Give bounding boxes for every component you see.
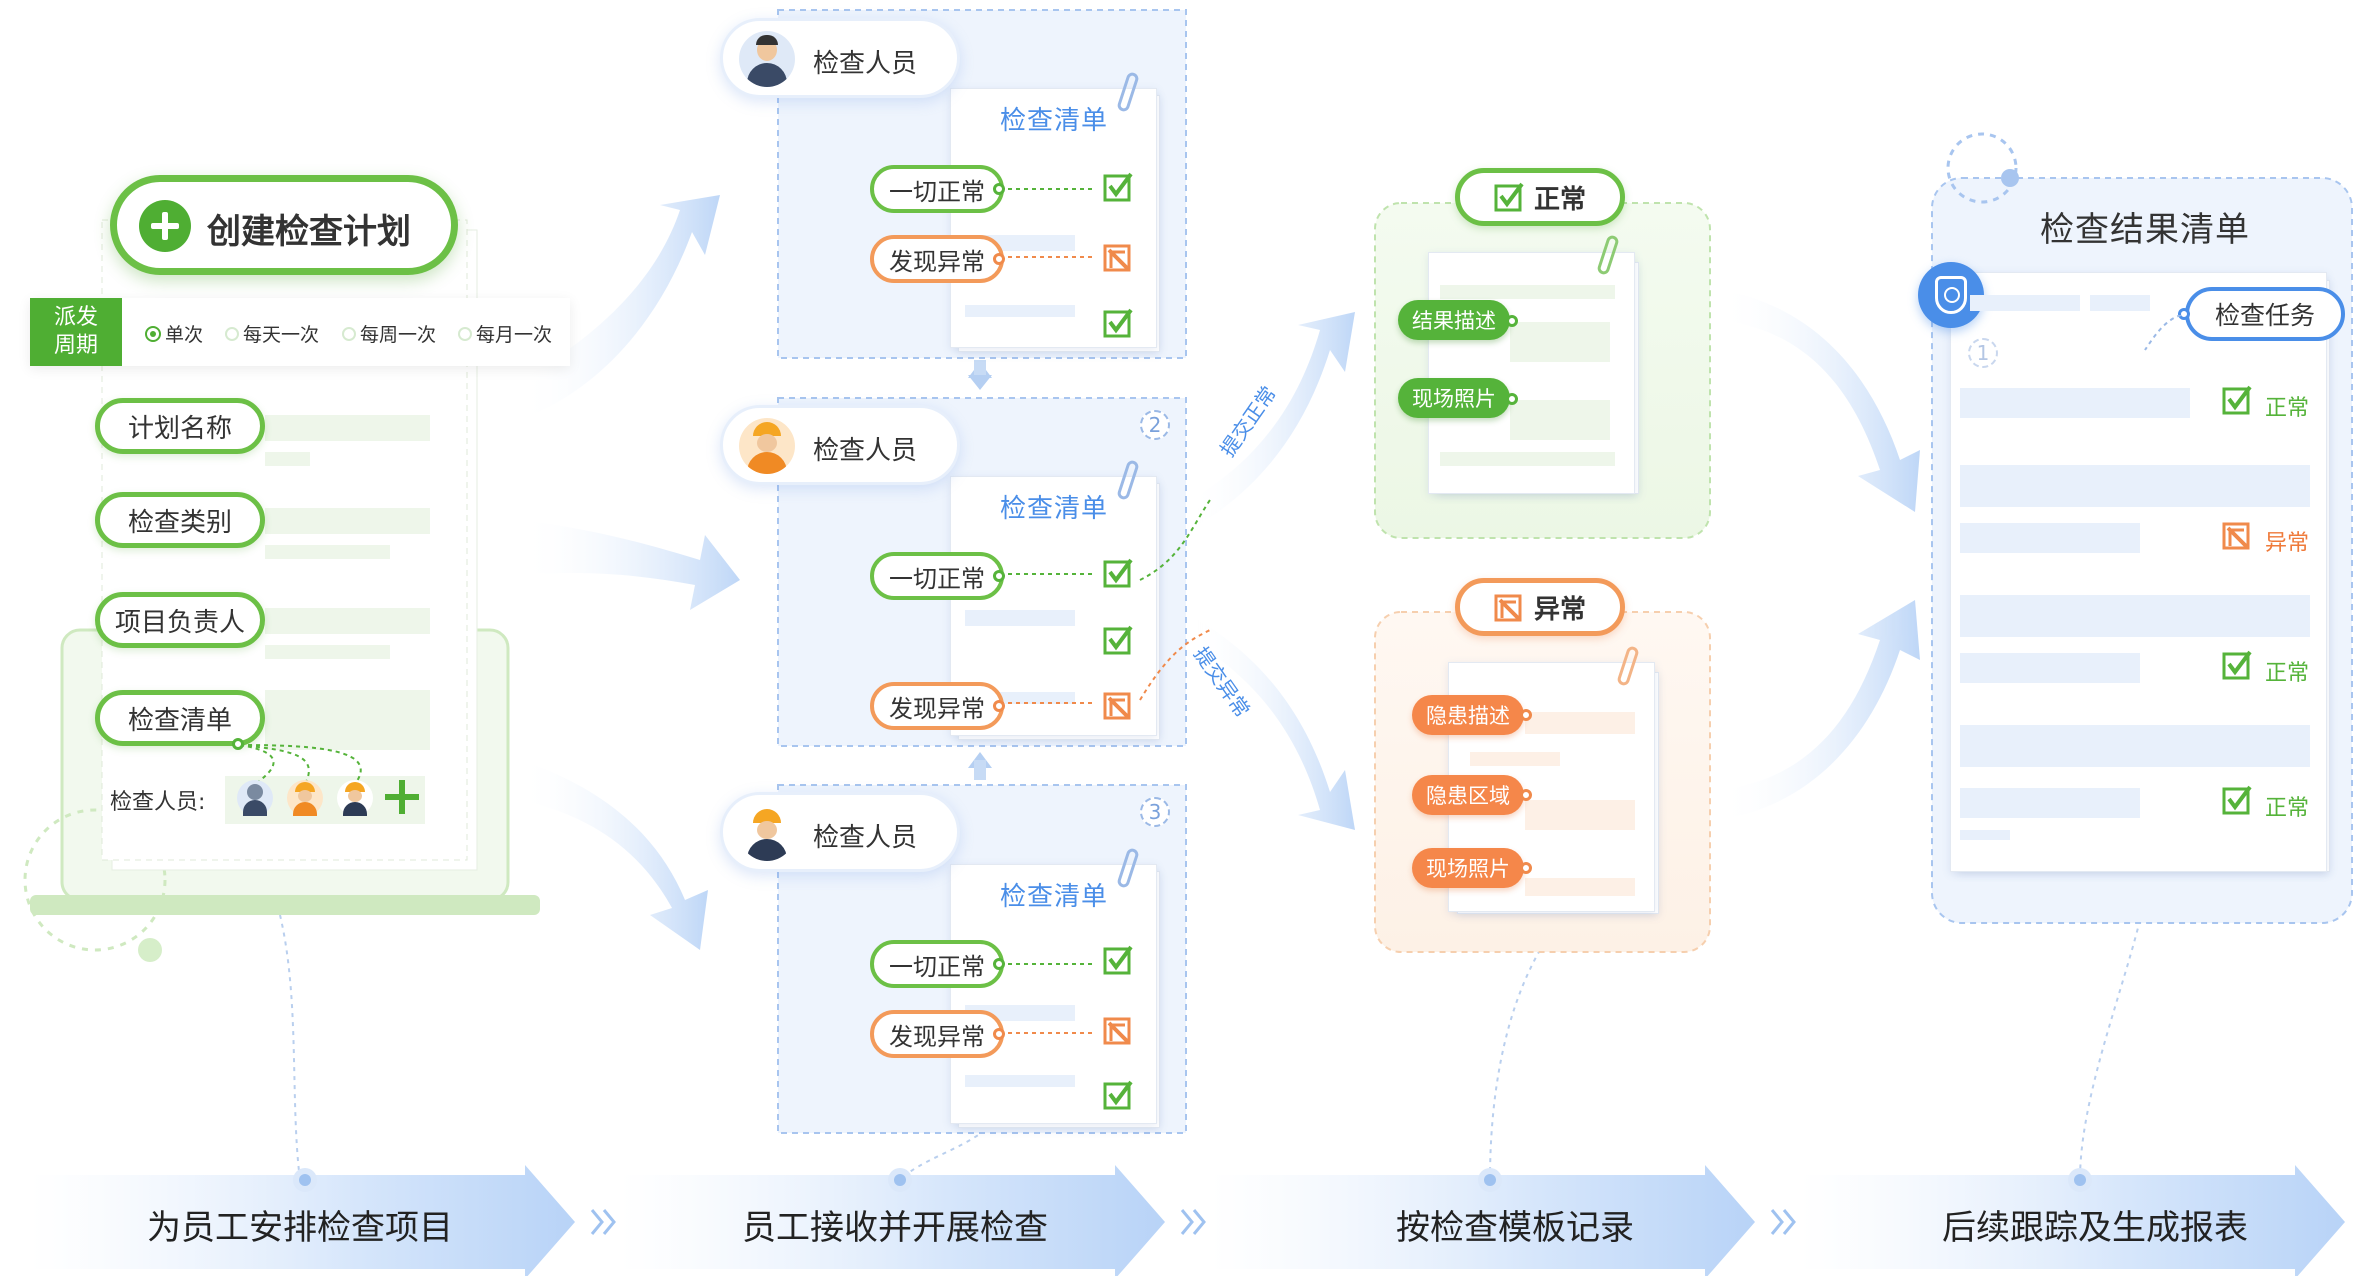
check-category-field[interactable]: 检查类别 (95, 492, 265, 548)
fan-arrows-2 (1190, 312, 1355, 830)
cross-box-icon (1103, 692, 1131, 720)
checklist-title-2: 检查清单 (1000, 494, 1109, 524)
fan-arrows-3 (1720, 290, 1920, 820)
result-status-1: 正常 (2265, 396, 2310, 421)
result-status-2: 异常 (2265, 531, 2310, 556)
found-abnormal-button-1[interactable]: 发现异常 (870, 235, 1004, 283)
cross-box-icon (1103, 244, 1131, 272)
hazard-area-tag[interactable]: 隐患区域 (1412, 775, 1524, 815)
checklist-title-3: 检查清单 (1000, 882, 1109, 912)
cross-box-icon (1103, 1017, 1131, 1045)
create-plan-button[interactable]: 创建检查计划 (110, 175, 458, 275)
result-status-3: 正常 (2265, 661, 2310, 686)
plus-icon (139, 200, 191, 252)
check-box-icon (2222, 650, 2252, 680)
create-plan-label: 创建检查计划 (207, 212, 411, 252)
group-number-3: 3 (1140, 797, 1170, 827)
check-box-icon (1103, 625, 1133, 655)
result-row-number: 1 (1968, 338, 1998, 368)
dispatch-cycle-label: 派发周期 (30, 298, 122, 366)
check-box-icon (1103, 308, 1133, 338)
check-box-icon (1103, 172, 1133, 202)
person-pill-1[interactable]: 检查人员 (720, 18, 960, 98)
person-pill-2[interactable]: 检查人员 (720, 405, 960, 485)
all-normal-button-1[interactable]: 一切正常 (870, 165, 1004, 213)
all-normal-button-3[interactable]: 一切正常 (870, 940, 1004, 988)
inspector-avatar-2[interactable] (287, 780, 323, 816)
check-box-icon (1103, 945, 1133, 975)
result-doc (1950, 272, 2327, 872)
checklist-field[interactable]: 检查清单 (95, 690, 265, 746)
check-task-pill[interactable]: 检查任务 (2185, 287, 2345, 341)
result-description-tag[interactable]: 结果描述 (1398, 300, 1510, 340)
stage-arrows (30, 1165, 2345, 1276)
frequency-once[interactable]: 单次 (145, 320, 203, 347)
stage-label-4: 后续跟踪及生成报表 (1942, 1208, 2248, 1248)
cross-box-icon (2222, 522, 2250, 550)
check-box-icon (2222, 785, 2252, 815)
dispatch-cycle-row: 派发周期 单次 每天一次 每周一次 每月一次 (30, 298, 570, 366)
hazard-description-tag[interactable]: 隐患描述 (1412, 695, 1524, 735)
frequency-daily[interactable]: 每天一次 (225, 320, 319, 347)
radio-icon (342, 326, 356, 341)
avatar-businessman (739, 31, 795, 87)
checklist-title-1: 检查清单 (1000, 106, 1109, 136)
inspector-connectors (239, 744, 362, 785)
plan-name-field[interactable]: 计划名称 (95, 398, 265, 454)
check-box-icon (1494, 182, 1524, 212)
check-box-icon (1103, 558, 1133, 588)
site-photo-tag[interactable]: 现场照片 (1398, 378, 1510, 418)
result-status-4: 正常 (2265, 796, 2310, 821)
found-abnormal-button-3[interactable]: 发现异常 (870, 1010, 1004, 1058)
stage-label-2: 员工接收并开展检查 (742, 1208, 1048, 1248)
found-abnormal-button-2[interactable]: 发现异常 (870, 682, 1004, 730)
submit-connectors (1139, 499, 1211, 701)
group-number-2: 2 (1140, 410, 1170, 440)
add-inspector-icon[interactable] (385, 780, 419, 814)
inspector-avatar-3[interactable] (337, 780, 373, 816)
abnormal-category-pill: 异常 (1455, 578, 1625, 636)
frequency-monthly[interactable]: 每月一次 (458, 320, 552, 347)
inspector-avatar-1[interactable] (237, 780, 273, 816)
radio-checked-icon (145, 325, 161, 342)
frequency-weekly[interactable]: 每周一次 (342, 320, 436, 347)
avatar-engineer (739, 805, 795, 861)
normal-category-pill: 正常 (1455, 168, 1625, 226)
inspector-label: 检查人员: (110, 790, 206, 815)
check-box-icon (1103, 1080, 1133, 1110)
all-normal-button-2[interactable]: 一切正常 (870, 552, 1004, 600)
fan-arrows-1 (520, 195, 740, 950)
radio-icon (458, 326, 472, 341)
hazard-photo-tag[interactable]: 现场照片 (1412, 848, 1524, 888)
person-pill-3[interactable]: 检查人员 (720, 792, 960, 872)
stage-label-3: 按检查模板记录 (1396, 1208, 1634, 1248)
result-title: 检查结果清单 (2040, 210, 2250, 250)
project-owner-field[interactable]: 项目负责人 (95, 592, 265, 648)
check-box-icon (2222, 385, 2252, 415)
stage-label-1: 为员工安排检查项目 (147, 1208, 453, 1248)
avatar-worker (739, 418, 795, 474)
anchor-dots (293, 1168, 2092, 1192)
radio-icon (225, 326, 239, 341)
cross-box-icon (1494, 594, 1522, 622)
